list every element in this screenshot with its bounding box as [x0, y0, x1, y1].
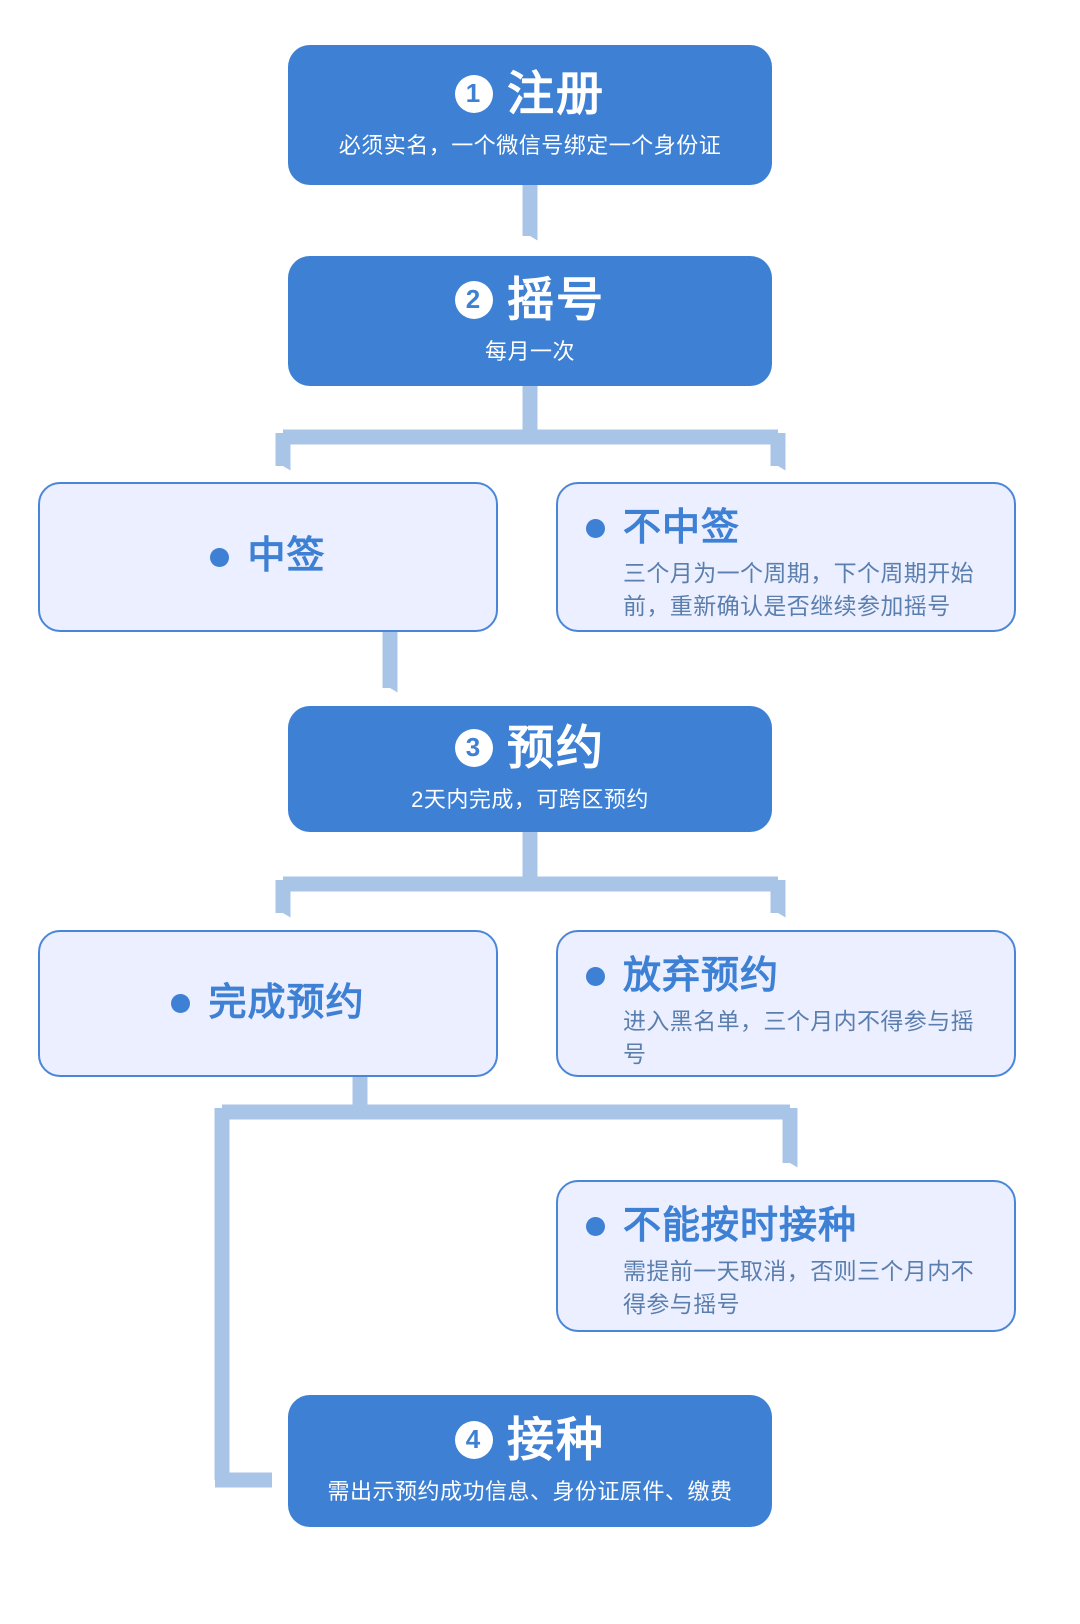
outcome-not-won-desc: 三个月为一个周期，下个周期开始前，重新确认是否继续参加摇号 [623, 560, 974, 620]
outcome-abandoned-desc: 进入黑名单，三个月内不得参与摇号 [623, 1008, 974, 1068]
outcome-not-won-head: 不中签 三个月为一个周期，下个周期开始前，重新确认是否继续参加摇号 [586, 507, 986, 624]
step-lottery-title: 2 摇号 [455, 275, 605, 324]
outcome-booked-title: 完成预约 [208, 981, 365, 1024]
outcome-missed-head: 不能按时接种 需提前一天取消，否则三个月内不得参与摇号 [586, 1205, 986, 1322]
outcome-box-missed[interactable]: 不能按时接种 需提前一天取消，否则三个月内不得参与摇号 [556, 1180, 1016, 1332]
outcome-missed-desc: 需提前一天取消，否则三个月内不得参与摇号 [623, 1258, 974, 1318]
bullet-icon [171, 994, 191, 1013]
outcome-abandoned-title: 放弃预约 [623, 955, 780, 997]
step-register-label: 注册 [507, 66, 605, 120]
outcome-booked-head: 完成预约 [171, 981, 365, 1024]
step-box-register[interactable]: 1 注册 必须实名，一个微信号绑定一个身份证 [288, 45, 772, 185]
bullet-icon [586, 1217, 605, 1236]
step-vaccinate-title: 4 接种 [455, 1415, 605, 1464]
bullet-icon [210, 547, 230, 567]
step-booking-title: 3 预约 [455, 723, 605, 772]
step-box-lottery[interactable]: 2 摇号 每月一次 [288, 256, 772, 386]
step-number-badge: 3 [455, 728, 493, 767]
outcome-won-title: 中签 [247, 535, 326, 578]
step-box-booking[interactable]: 3 预约 2天内完成，可跨区预约 [288, 706, 772, 832]
bullet-icon [586, 519, 605, 538]
step-vaccinate-subtitle: 需出示预约成功信息、身份证原件、缴费 [327, 1479, 733, 1505]
step-vaccinate-label: 接种 [507, 1412, 605, 1466]
outcome-not-won-title: 不中签 [623, 507, 741, 549]
step-number-badge: 2 [455, 280, 493, 319]
outcome-abandoned-head: 放弃预约 进入黑名单，三个月内不得参与摇号 [586, 955, 986, 1072]
outcome-missed-title: 不能按时接种 [623, 1205, 858, 1247]
bullet-icon [586, 967, 605, 986]
step-register-title: 1 注册 [455, 69, 605, 118]
outcome-box-abandoned[interactable]: 放弃预约 进入黑名单，三个月内不得参与摇号 [556, 930, 1016, 1077]
outcome-box-booked[interactable]: 完成预约 [38, 930, 498, 1077]
arrow-booking-split [275, 832, 786, 918]
step-register-subtitle: 必须实名，一个微信号绑定一个身份证 [338, 133, 722, 159]
outcome-won-head: 中签 [210, 536, 325, 577]
step-number-badge: 4 [455, 1420, 493, 1459]
step-lottery-label: 摇号 [507, 272, 605, 326]
step-number-badge: 1 [455, 74, 493, 113]
arrow-lottery-split [275, 386, 786, 471]
step-lottery-subtitle: 每月一次 [484, 339, 575, 365]
step-box-vaccinate[interactable]: 4 接种 需出示预约成功信息、身份证原件、缴费 [288, 1395, 772, 1527]
outcome-box-won[interactable]: 中签 [38, 482, 498, 632]
step-booking-label: 预约 [507, 720, 605, 774]
step-booking-subtitle: 2天内完成，可跨区预约 [411, 787, 649, 813]
outcome-box-not-won[interactable]: 不中签 三个月为一个周期，下个周期开始前，重新确认是否继续参加摇号 [556, 482, 1016, 632]
